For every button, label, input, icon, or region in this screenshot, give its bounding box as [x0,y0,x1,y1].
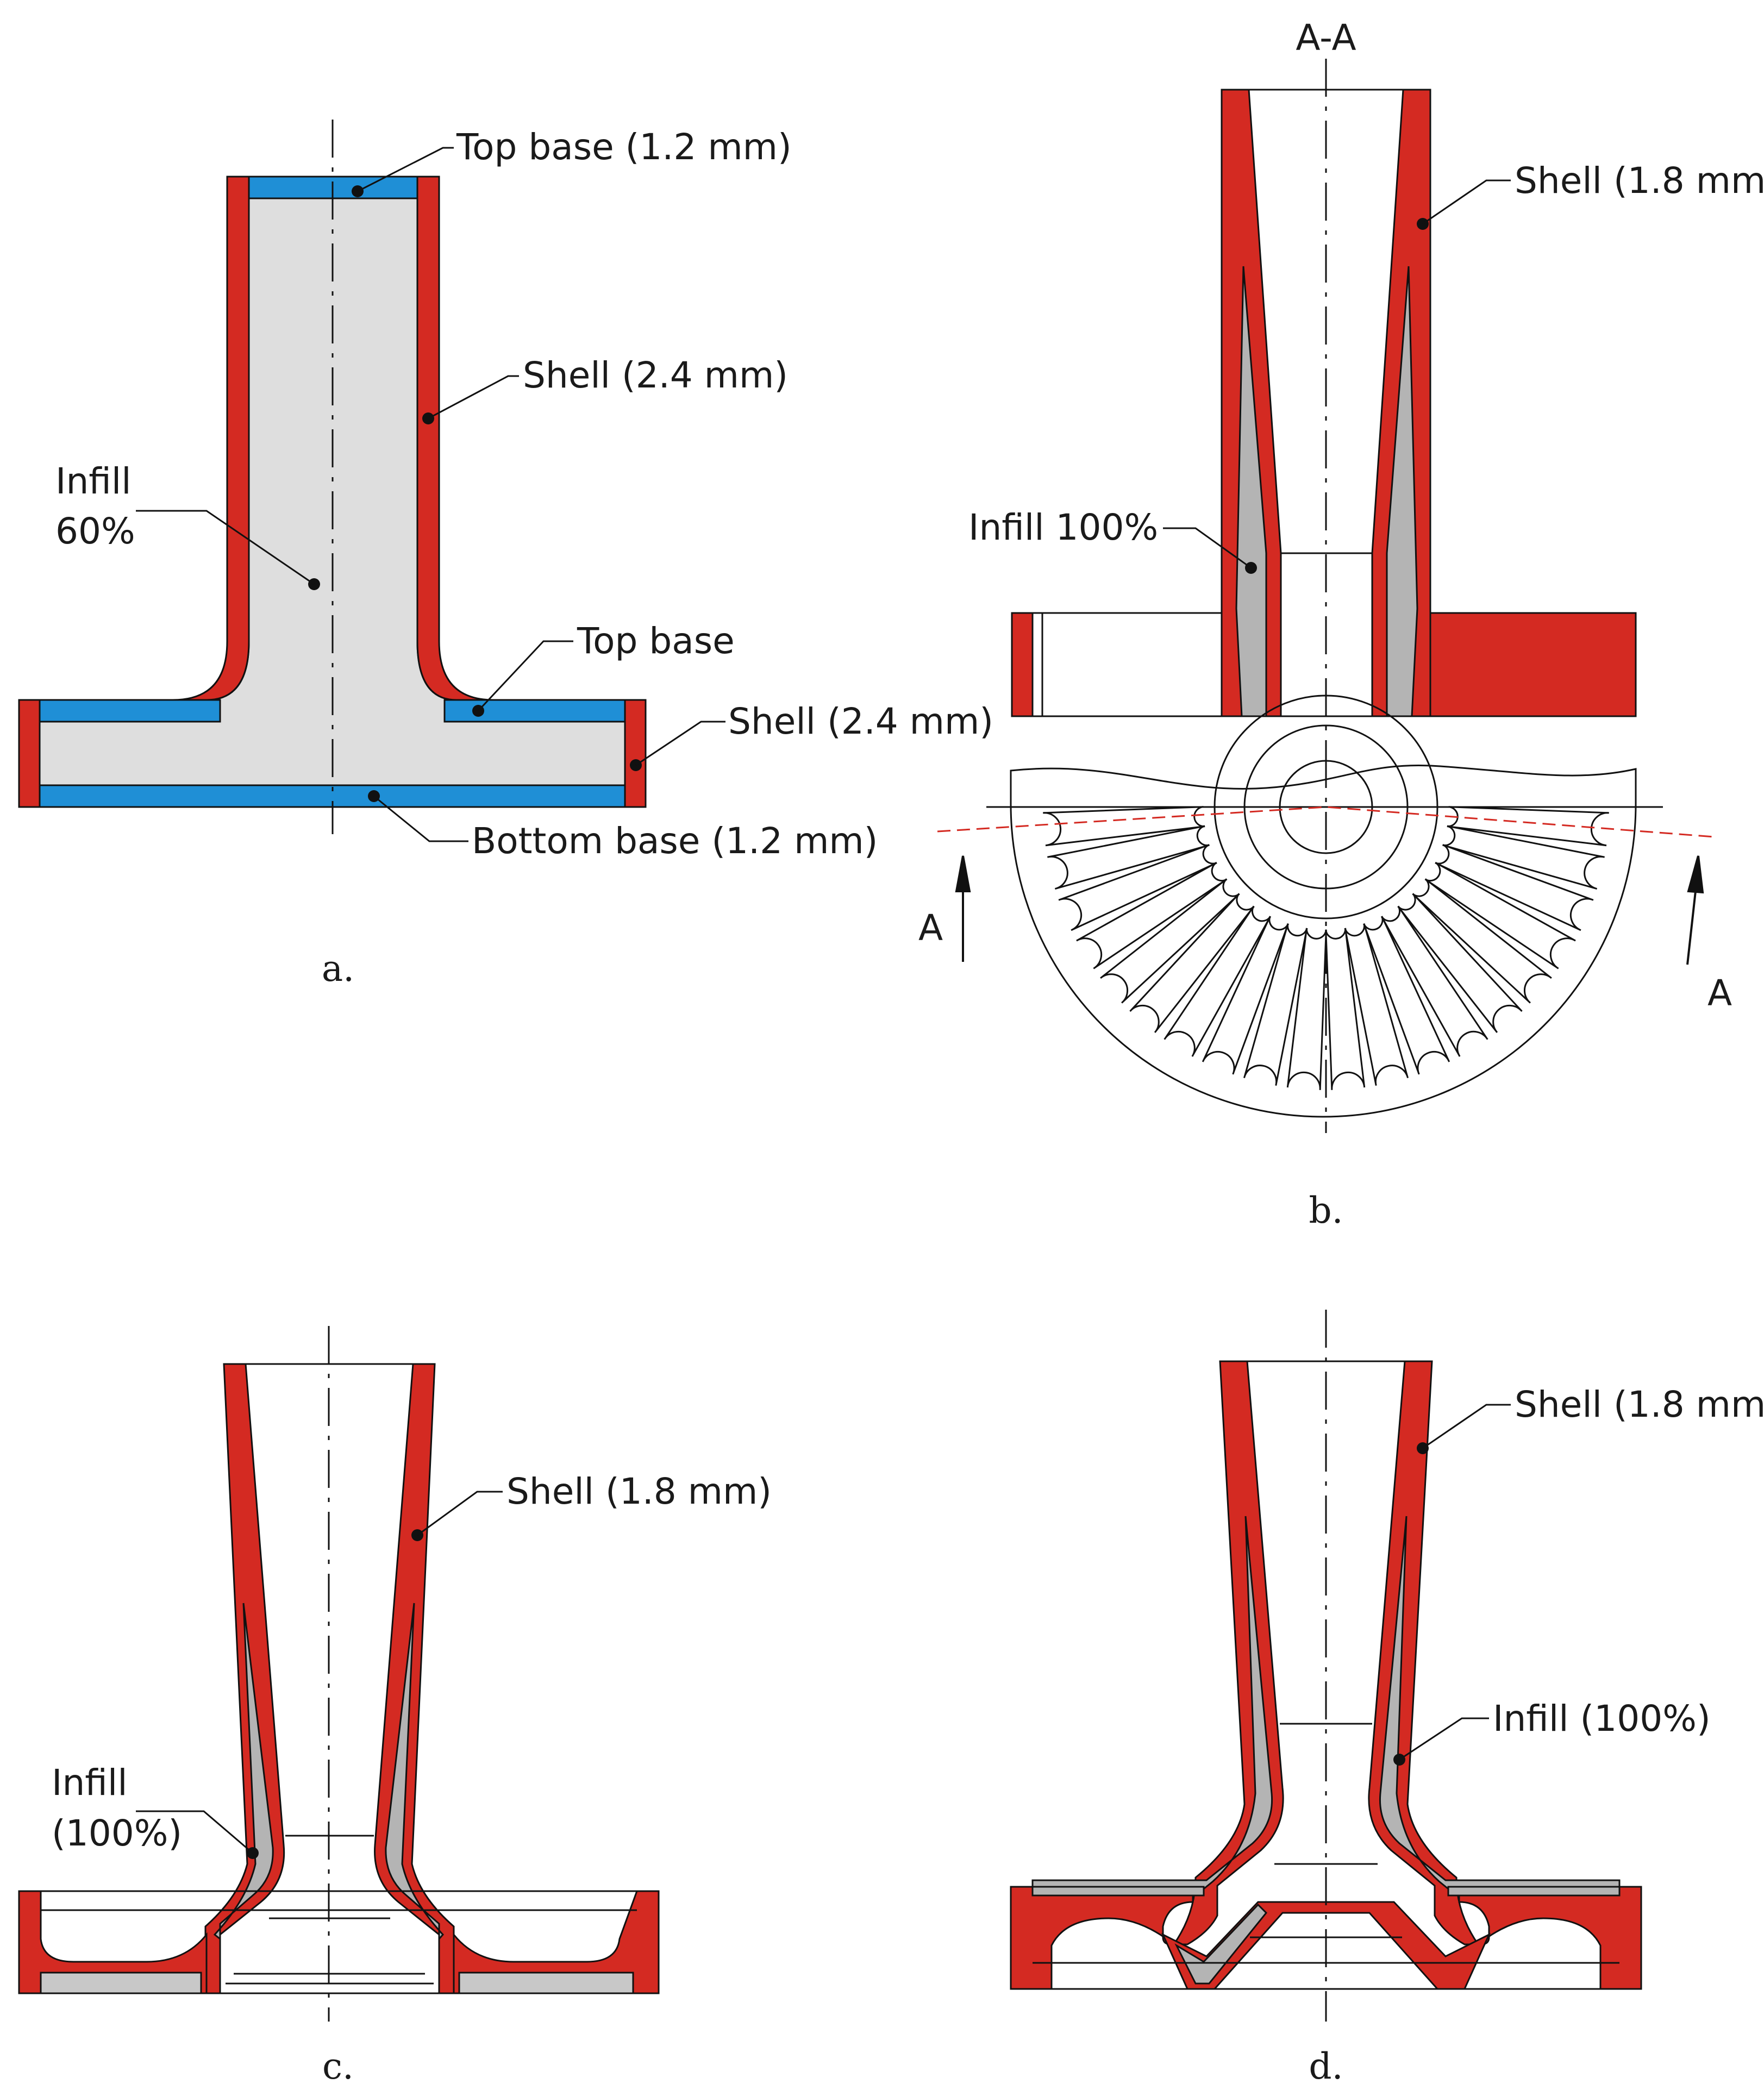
plan-spokes [1043,806,1609,1090]
panel-b-leaders [1163,179,1511,574]
label-infill: Infill (100%) [1493,1698,1711,1740]
section-arrow-right [1686,855,1704,965]
section-arrow-label-left: A [918,907,943,949]
panel-c: Shell (1.8 mm) Infill (100%) c. [18,1326,772,2087]
panel-b-infill-right [1386,266,1418,717]
spoke-slot [1442,825,1605,890]
leader-line [136,510,315,585]
panel-d: Shell (1.8 mm) Infill (100%) d. [1010,1310,1764,2087]
panel-a-flange-top-base-right [443,699,626,723]
spoke-slot [1243,923,1308,1086]
spoke-slot [1363,916,1450,1075]
spoke-slot [1100,878,1240,1004]
panel-d-flange-right-inner [1447,1886,1621,1897]
caption-b: b. [1309,1190,1343,1231]
label-shell: Shell (1.8 mm) [1515,1384,1764,1425]
spoke-slot [1380,905,1488,1057]
leader-line [136,1810,253,1854]
spoke-slot [1424,861,1576,969]
label-infill-line1: Infill [52,1762,128,1804]
label-top-base-thickness: Top base (1.2 mm) [456,126,792,168]
leader-line [1422,179,1511,225]
leader-line [357,147,454,192]
leader-line [1163,527,1252,569]
section-cut-line [937,806,1715,838]
caption-d: d. [1309,2045,1343,2087]
label-infill-line2: (100%) [52,1812,182,1854]
leader-line [477,640,573,712]
section-arrow-label-right: A [1707,972,1732,1014]
spoke-slot [1058,844,1217,931]
plan-outer-outline [1010,764,1637,1118]
spoke-slot [1043,806,1205,847]
spoke-slot [1412,878,1552,1004]
panel-b-infill-left [1235,266,1267,717]
panel-b-plan-view: A A [918,695,1732,1133]
section-label-a-a: A-A [1296,17,1356,59]
spoke-slot [1076,861,1228,969]
panel-a-shell-right [416,176,494,701]
panel-b: A-A A A [918,17,1764,1231]
spoke-slot [1047,825,1210,890]
panel-a-flange-shell-left [18,699,41,808]
leader-line [635,721,725,766]
panel-a: Top base (1.2 mm) Shell (2.4 mm) Infill … [18,120,993,990]
panel-a-flange-top-base-left [39,699,221,723]
panel-b-flange-slot [1011,612,1223,717]
leader-line [1422,1404,1511,1449]
spoke-slot [1435,844,1594,931]
panel-c-leaders [136,1491,503,1859]
panel-c-flange-right-infill [458,1972,634,1994]
section-arrow-left [955,855,971,962]
label-bottom-base: Bottom base (1.2 mm) [472,820,878,862]
label-infill: Infill 100% [968,506,1158,548]
label-shell: Shell (1.8 mm) [1515,160,1764,202]
panel-c-infill-right [385,1603,445,1941]
label-shell: Shell (1.8 mm) [506,1471,772,1512]
label-top-base-flange: Top base [577,620,735,662]
panel-c-flange-right-shell [453,1890,660,1994]
panel-a-leaders [136,147,725,842]
caption-c: c. [322,2045,354,2087]
label-infill-line2: 60% [55,510,135,552]
caption-a: a. [322,948,354,990]
panel-d-flange-left-inner [1031,1886,1205,1897]
spoke-slot [1397,893,1523,1033]
panel-b-flange-right-shell [1429,612,1637,717]
label-shell-flange: Shell (2.4 mm) [728,700,993,742]
spoke-slot [1344,923,1409,1086]
label-shell-upper: Shell (2.4 mm) [523,354,788,396]
leader-line [373,795,468,842]
spoke-slot [1447,806,1609,847]
label-infill-line1: Infill [55,460,132,502]
panel-d-leaders [1393,1404,1511,1766]
spoke-slot [1325,928,1366,1090]
leader-line [417,1491,503,1536]
panel-c-flange-left-infill [40,1972,202,1994]
spoke-slot [1202,916,1289,1075]
spoke-slot [1129,893,1255,1033]
panel-d-shell-left [1172,1360,1284,1945]
panel-a-shell-left [172,176,250,701]
panel-d-bottom-cone-infill [1174,1903,1268,1985]
leader-line [428,375,519,420]
leader-line [1399,1717,1489,1761]
panel-c-flange-left-shell [18,1890,208,1994]
panel-b-flange-left-shell [1011,612,1034,717]
spoke-slot [1164,905,1272,1057]
spoke-slot [1286,928,1327,1090]
panel-a-flange-shell-right [624,699,647,808]
